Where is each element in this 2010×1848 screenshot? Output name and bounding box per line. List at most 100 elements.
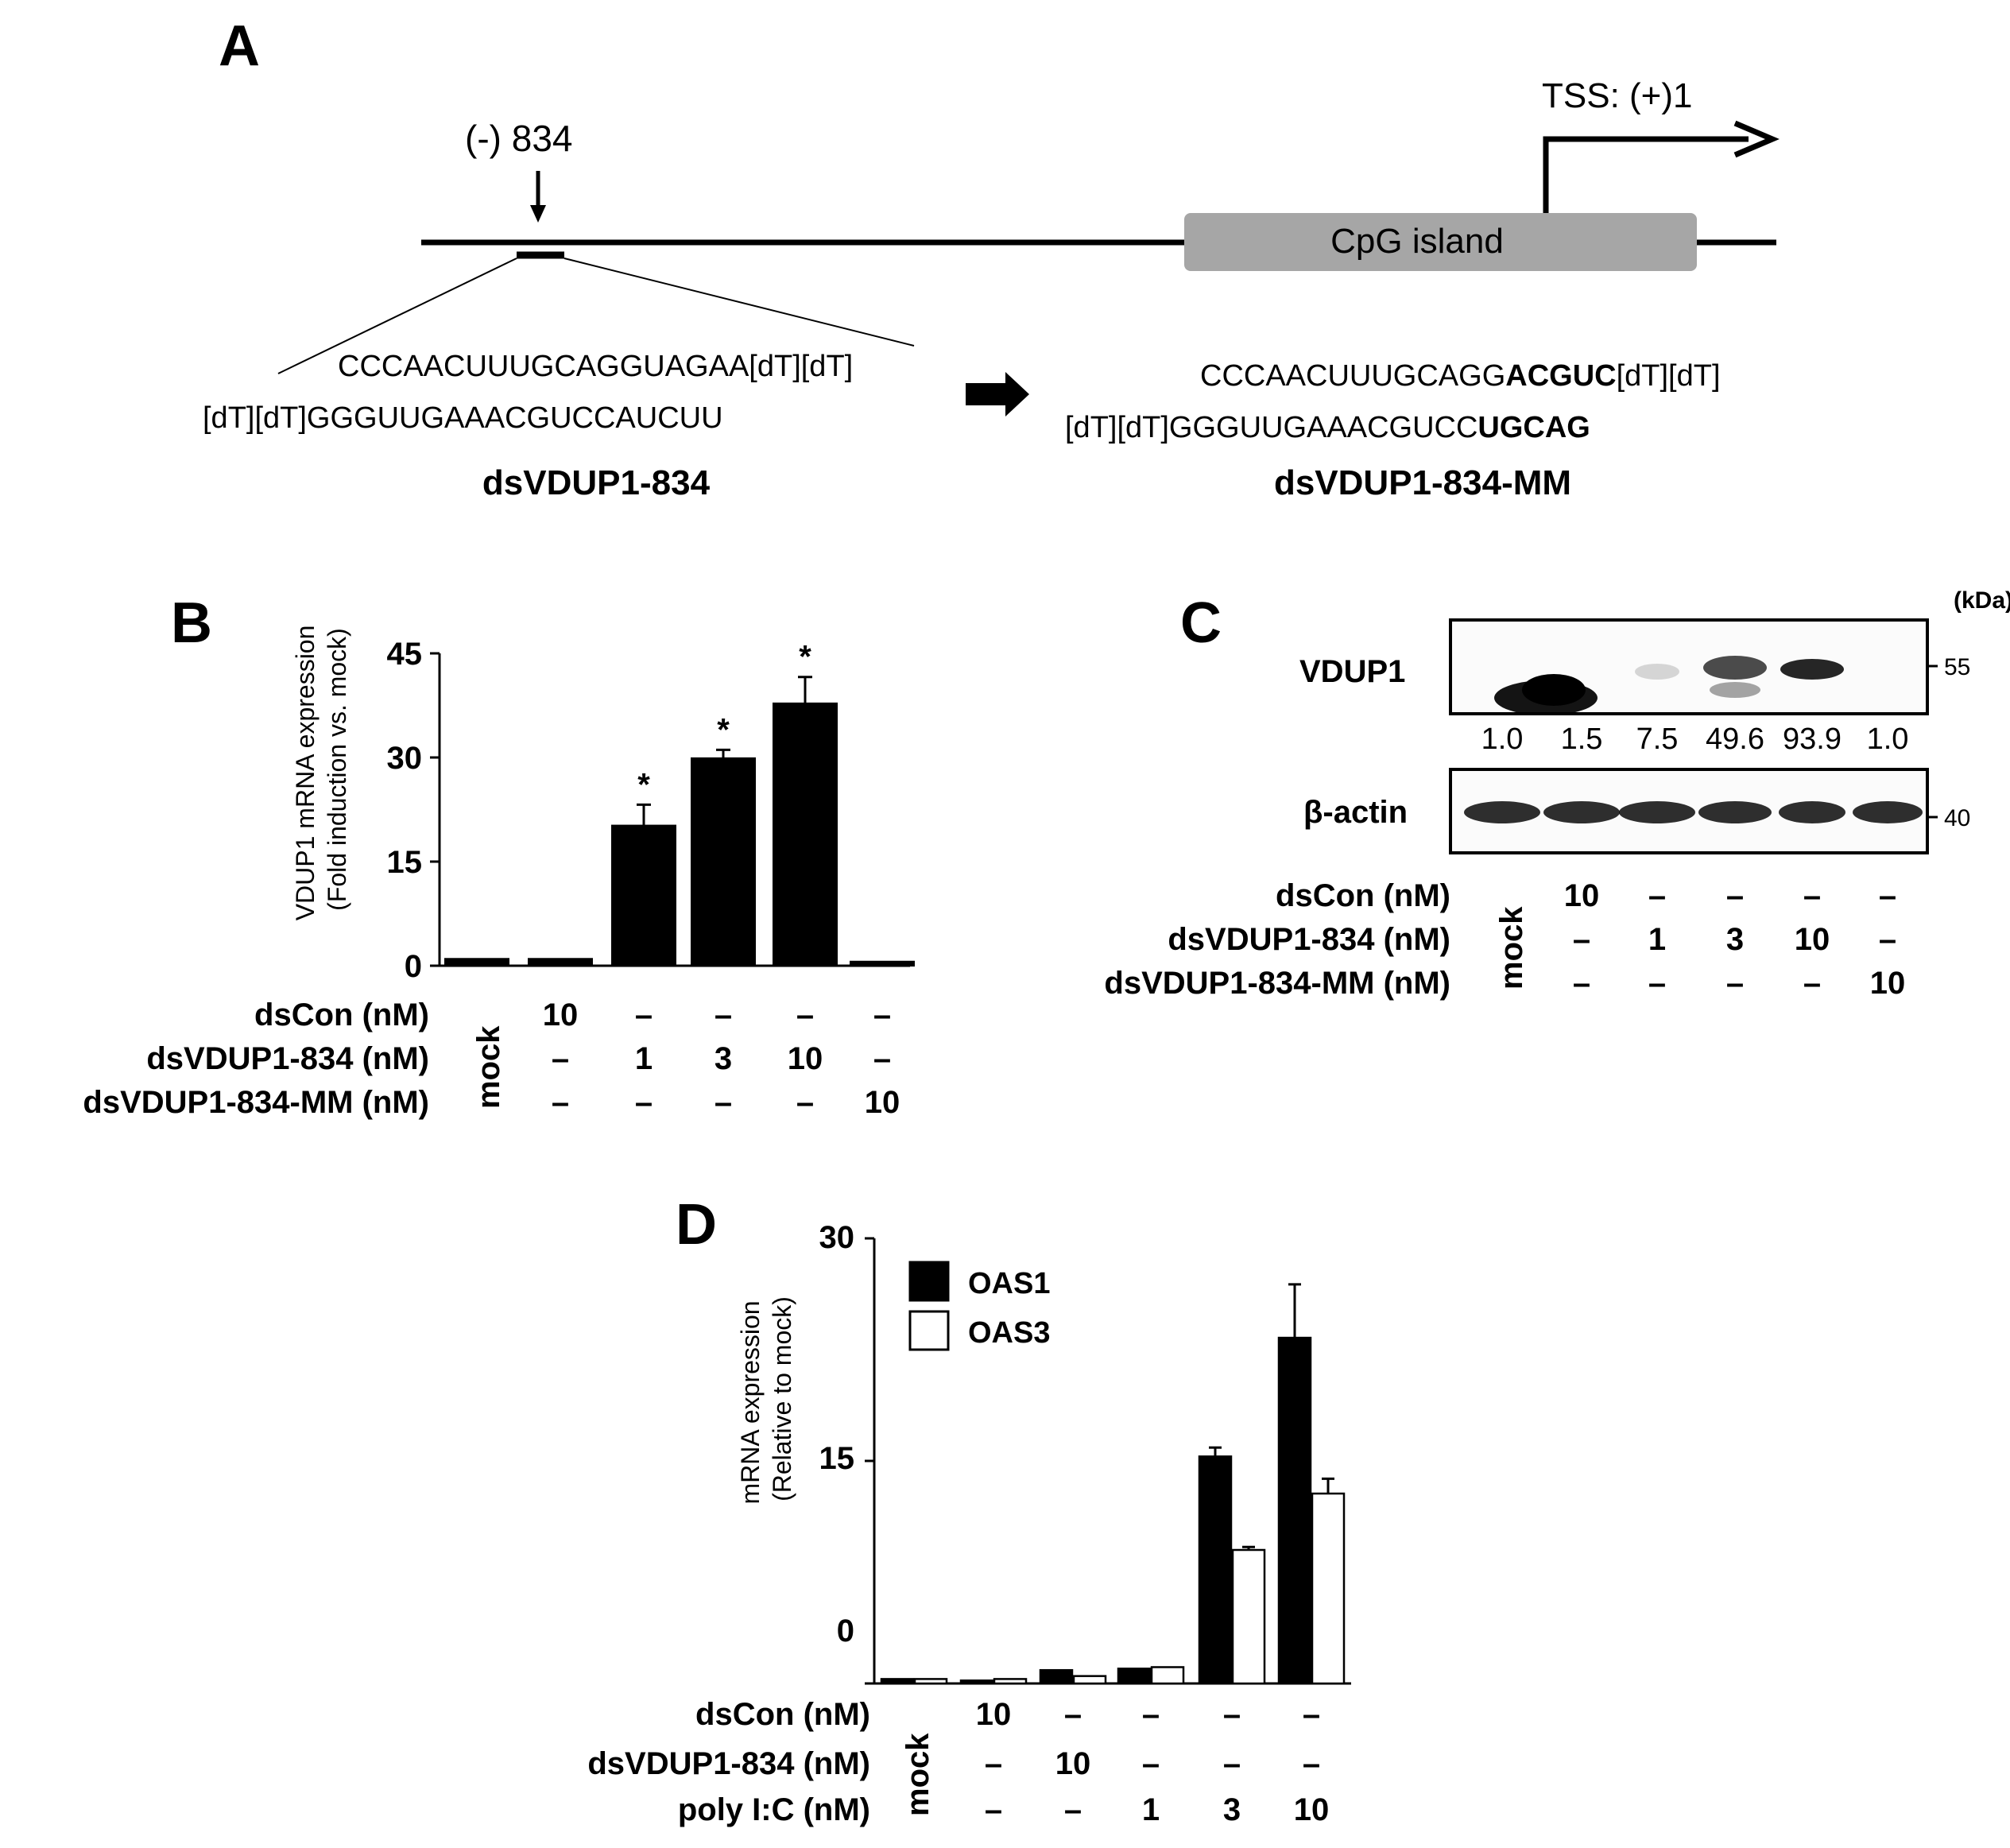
treatment-cell: –	[1142, 1697, 1160, 1732]
band-quant-value: 1.0	[1481, 723, 1524, 756]
treatment-cell: –	[1223, 1746, 1241, 1781]
mock-label: mock	[471, 1025, 506, 1109]
treatment-cell: 10	[865, 1085, 900, 1120]
treatment-cell: 1	[635, 1041, 653, 1076]
marker-55: 55	[1944, 654, 1970, 680]
panel-d-treatment-table: dsCon (nM)10––––dsVDUP1-834 (nM)–10–––po…	[587, 1697, 1329, 1827]
treatment-cell: 10	[1294, 1792, 1330, 1827]
significance-star: *	[799, 640, 811, 675]
actin-band	[1779, 801, 1845, 823]
treatment-cell: –	[635, 1085, 653, 1120]
treatment-cell: –	[635, 998, 653, 1032]
treatment-cell: 10	[1055, 1746, 1091, 1781]
site-arrow-head	[530, 205, 546, 223]
treatment-cell: –	[1879, 922, 1896, 957]
y-tick-label: 0	[405, 949, 422, 984]
sirna-name: dsVDUP1-834	[482, 463, 711, 502]
y-tick-label: 45	[387, 637, 423, 672]
legend-oas3-label: OAS3	[968, 1316, 1050, 1350]
mm-sirna-name: dsVDUP1-834-MM	[1274, 463, 1571, 502]
panel-a-letter: A	[219, 14, 260, 78]
panel-d-letter: D	[676, 1193, 717, 1257]
treatment-cell: –	[1648, 878, 1666, 913]
tss-arrow-head	[1733, 120, 1780, 158]
treatment-cell: –	[1803, 966, 1821, 1001]
actin-band	[1543, 801, 1620, 823]
panel-a: A (-) 834 CpG island TSS: (+)1 CCCAACUUU…	[203, 14, 1780, 502]
treatment-cell: –	[1803, 878, 1821, 913]
cpg-island-label: CpG island	[1330, 222, 1504, 261]
treatment-row-label: dsCon (nM)	[1276, 878, 1450, 913]
treatment-cell: 10	[1564, 878, 1600, 913]
actin-band	[1853, 801, 1923, 823]
treatment-cell: –	[1223, 1697, 1241, 1732]
actin-band	[1464, 801, 1540, 823]
band-quant-value: 7.5	[1636, 723, 1679, 756]
panel-b: B VDUP1 mRNA expression (Fold induction …	[83, 591, 915, 1120]
vdup1-bands	[1494, 656, 1844, 715]
tss-arrow	[1543, 136, 1749, 213]
y-tick-label: 15	[819, 1441, 855, 1476]
band-quant-value: 49.6	[1706, 723, 1764, 756]
bar	[773, 702, 838, 967]
treatment-cell: –	[715, 998, 732, 1032]
bar-oas1	[1039, 1668, 1074, 1685]
bar-oas1	[959, 1679, 994, 1685]
vdup1-band-lane-5	[1780, 659, 1844, 680]
treatment-row-label: dsVDUP1-834-MM (nM)	[83, 1085, 429, 1120]
treatment-cell: –	[985, 1792, 1002, 1827]
treatment-row-label: dsVDUP1-834 (nM)	[587, 1746, 870, 1781]
mm-seq-antisense: [dT][dT]GGGUUGAAACGUCCUGCAG	[1065, 411, 1590, 444]
panel-d-ylabel: mRNA expression (Relative to mock)	[736, 1294, 796, 1505]
treatment-row-label: poly I:C (nM)	[678, 1792, 870, 1827]
treatment-row-label: dsCon (nM)	[254, 998, 429, 1032]
bar-oas1	[1198, 1455, 1233, 1685]
treatment-cell: –	[552, 1041, 569, 1076]
treatment-cell: –	[1648, 966, 1666, 1001]
mm-seq-sense: CCCAACUUUGCAGGACGUC[dT][dT]	[1200, 359, 1721, 393]
treatment-cell: –	[1726, 966, 1744, 1001]
treatment-cell: –	[873, 1041, 891, 1076]
y-tick-label: 15	[387, 845, 423, 880]
treatment-cell: 3	[1223, 1792, 1241, 1827]
bar-oas3	[993, 1678, 1028, 1685]
cpg-island-box	[1184, 213, 1697, 271]
treatment-cell: –	[1142, 1746, 1160, 1781]
bar-oas3	[1072, 1675, 1107, 1685]
legend-oas1-label: OAS1	[968, 1267, 1050, 1300]
seq-sense: CCCAACUUUGCAGGUAGAA[dT][dT]	[338, 350, 853, 383]
bar-oas3	[1150, 1666, 1185, 1685]
tss-label: TSS: (+)1	[1542, 76, 1693, 115]
seq-antisense: [dT][dT]GGGUUGAAACGUCCAUCUU	[203, 401, 723, 435]
conversion-arrow	[966, 372, 1029, 416]
y-tick-label: 30	[387, 741, 423, 776]
treatment-cell: –	[1303, 1697, 1320, 1732]
treatment-cell: 1	[1142, 1792, 1160, 1827]
band-quant-value: 1.5	[1561, 723, 1603, 756]
legend-oas3-swatch	[908, 1310, 950, 1351]
bar	[444, 958, 509, 967]
significance-star: *	[637, 767, 650, 802]
panel-d: D mRNA expression (Relative to mock) OAS…	[587, 1193, 1351, 1827]
treatment-cell: –	[1303, 1746, 1320, 1781]
bar-oas1	[1117, 1668, 1152, 1685]
treatment-cell: 1	[1648, 922, 1666, 957]
treatment-row-label: dsCon (nM)	[695, 1697, 870, 1732]
y-tick-label: 30	[819, 1220, 855, 1255]
actin-band	[1619, 801, 1695, 823]
panel-d-chart: 0 15 30	[819, 1220, 1351, 1685]
blot-smear-core	[1522, 674, 1586, 706]
treatment-cell: 10	[1870, 966, 1906, 1001]
bar-oas3	[1311, 1492, 1346, 1685]
actin-bands	[1464, 801, 1923, 823]
treatment-cell: –	[873, 998, 891, 1032]
site-label: (-) 834	[465, 118, 572, 159]
vdup1-band-lane-4	[1703, 656, 1767, 680]
bar	[850, 960, 915, 967]
y-tick-label: 0	[837, 1614, 854, 1648]
bar-oas3	[913, 1678, 948, 1685]
